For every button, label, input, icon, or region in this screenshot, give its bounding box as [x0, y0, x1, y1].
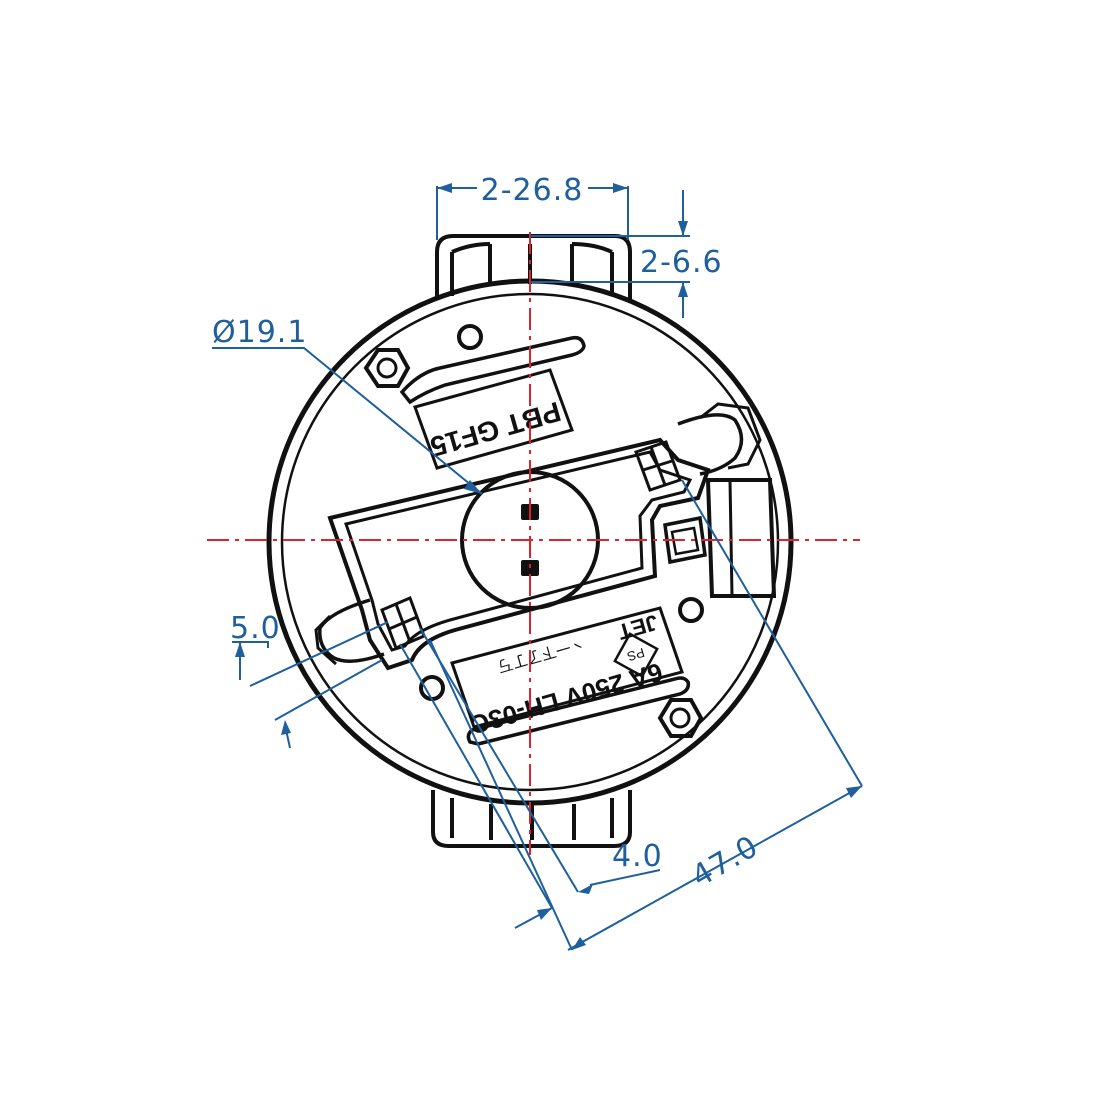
rating-label: 6A 250V LH-03C — [467, 657, 666, 741]
side-window — [663, 515, 707, 565]
right-side-tab — [705, 478, 777, 598]
material-label-box — [413, 368, 574, 470]
upper-connector — [634, 440, 682, 492]
cert-mark: PS — [613, 632, 659, 678]
brand-label: JET — [615, 610, 661, 645]
dimension-arrows — [235, 183, 862, 950]
top-nut — [363, 348, 411, 388]
hole-diameter-dimension: Ø19.1 — [212, 315, 307, 350]
cert-mark-text: PS — [625, 645, 646, 664]
bottom-nut — [657, 698, 704, 738]
slot-depth-dimension: 2-6.6 — [640, 245, 723, 280]
pin-offset-dimension: 5.0 — [230, 611, 281, 646]
terminal-gap-dimension: 4.0 — [612, 839, 663, 874]
internal-features — [314, 324, 777, 746]
slot-width-dimension: 2-26.8 — [481, 173, 584, 208]
top-hole — [457, 324, 483, 350]
right-hole — [678, 597, 704, 623]
dimension-lines — [212, 186, 863, 951]
centerlines — [207, 232, 860, 855]
bottom-tab — [431, 790, 632, 848]
overall-span-dimension: 47.0 — [686, 829, 765, 895]
